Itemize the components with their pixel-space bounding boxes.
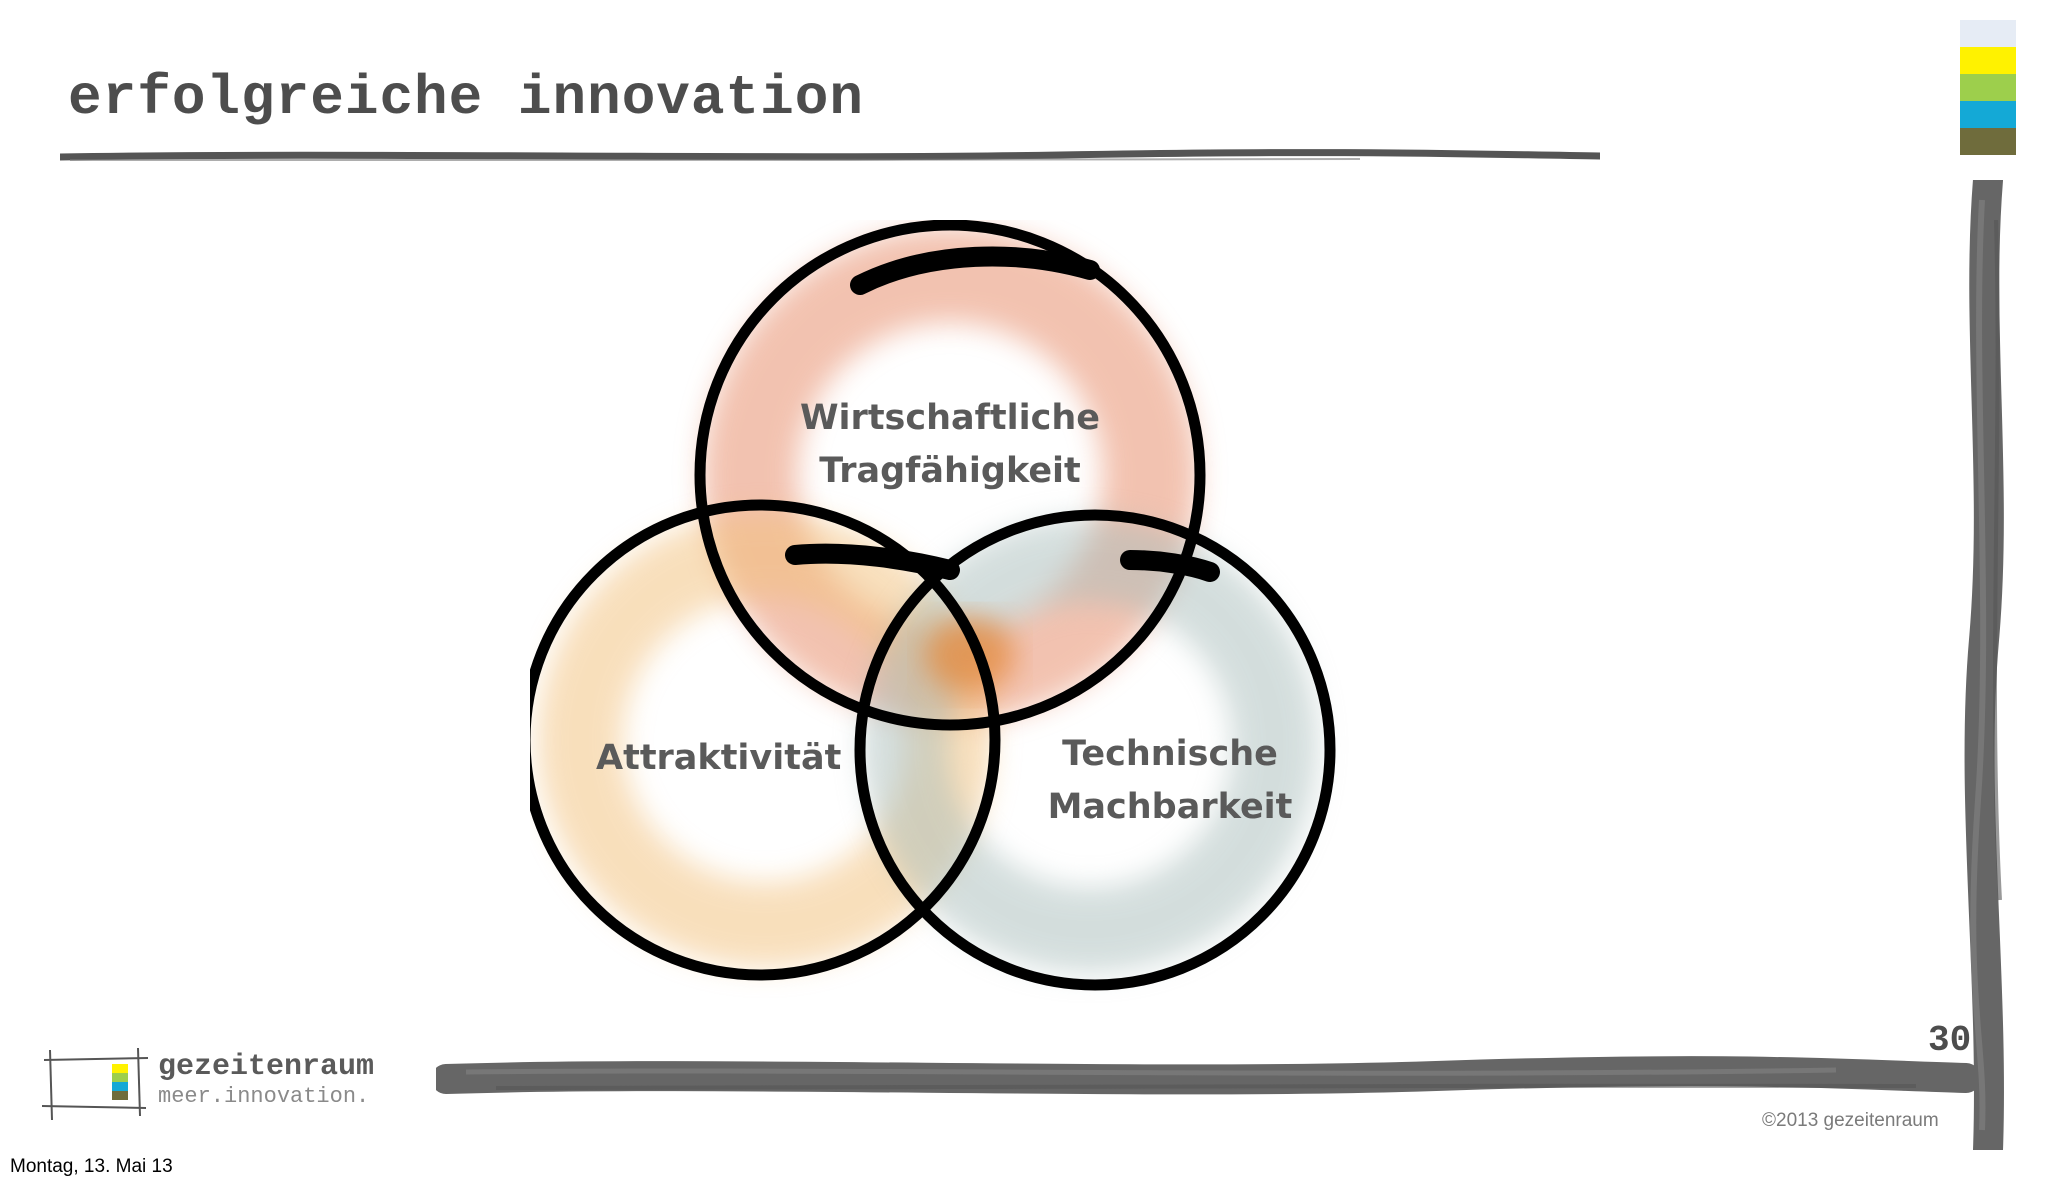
logo-brand-name: gezeitenraum [158,1050,375,1084]
brush-stroke-vertical [1964,180,2004,1150]
footer-date: Montag, 13. Mai 13 [10,1156,173,1177]
label-line: Wirtschaftliche [799,398,1101,438]
color-swatch [1960,74,2016,101]
label-technical-feasibility: Technische Machbarkeit [1040,728,1300,833]
wash-feasibility [862,517,1318,973]
logo-mark-icon [41,1047,149,1121]
color-swatch [1960,20,2016,47]
label-desirability: Attraktivität [596,732,841,785]
label-line: Tragfähigkeit [819,450,1081,491]
circle-desirability [530,499,1001,981]
brand-logo: gezeitenraum meer.innovation. [40,1046,400,1121]
color-swatch [1960,128,2016,155]
slide-title: erfolgreiche innovation [68,66,864,130]
circle-feasibility [854,509,1336,991]
brand-color-strip [1960,20,2016,155]
label-line: Machbarkeit [1047,786,1293,827]
color-swatch [1960,47,2016,74]
wash-desirability [537,512,993,968]
logo-tagline: meer.innovation. [158,1084,370,1109]
label-line: Attraktivität [596,738,842,778]
brush-stroke-horizontal [436,1056,1976,1095]
venn-diagram [530,220,1336,991]
page-number: 30 [1928,1020,1972,1061]
title-underline [60,149,1600,162]
copyright-notice: ©2013 gezeitenraum [1762,1110,1939,1131]
color-swatch [1960,101,2016,128]
label-economic-viability: Wirtschaftliche Tragfähigkeit [780,392,1120,497]
center-intersection [925,617,1015,693]
circle-economic [694,220,1206,731]
label-line: Technische [1062,734,1278,774]
